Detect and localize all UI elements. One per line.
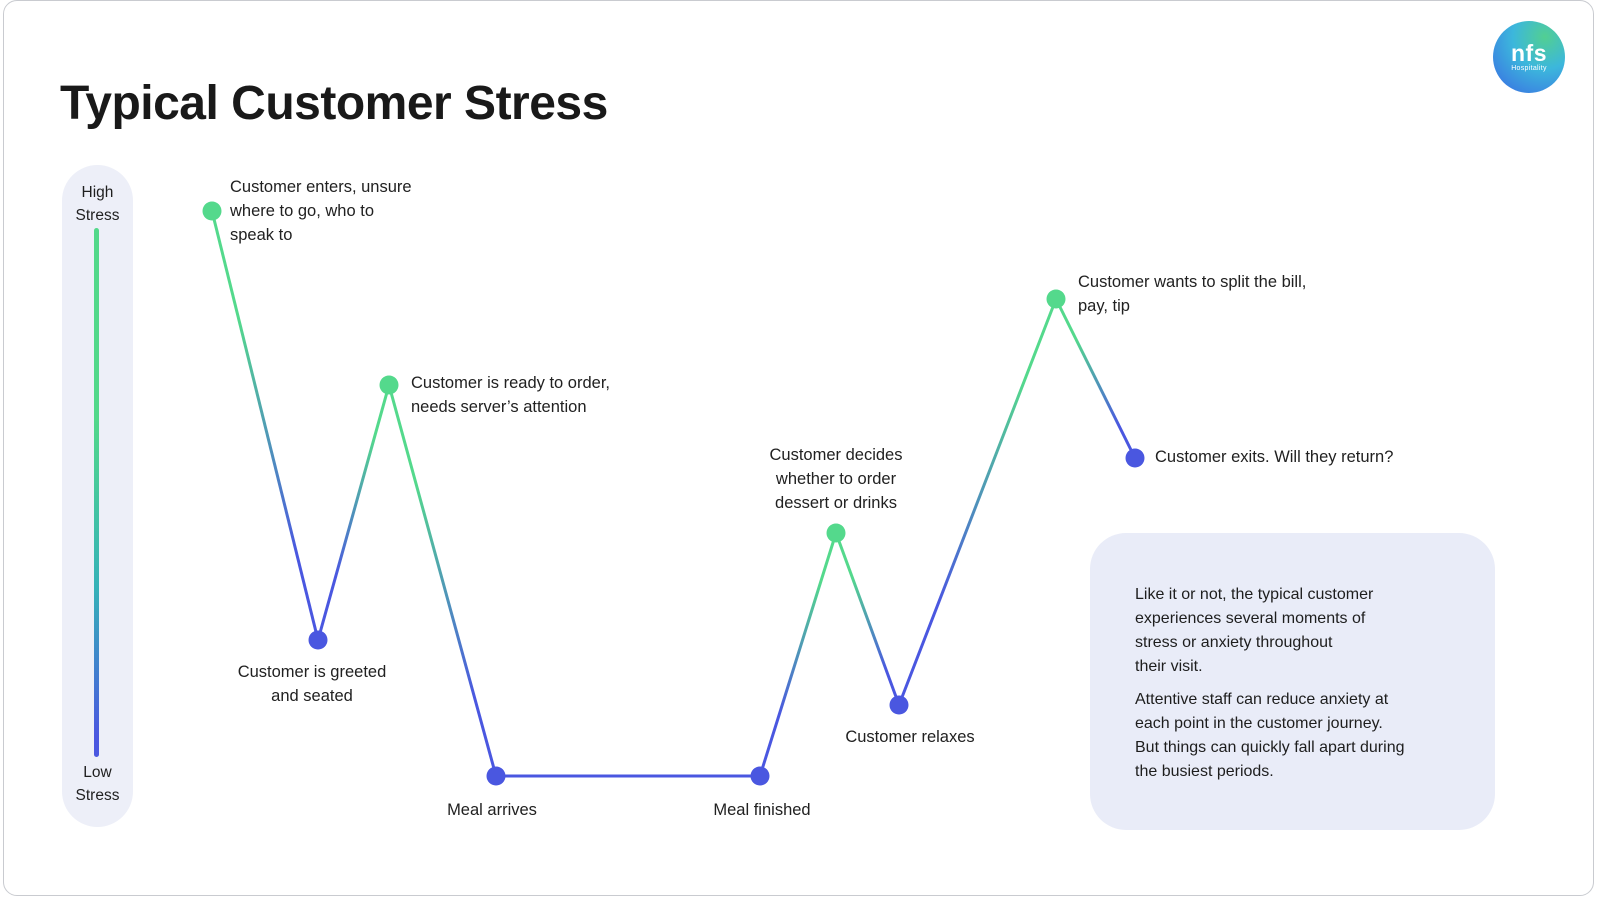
journey-segment — [897, 298, 1058, 706]
label-split-bill: Customer wants to split the bill, pay, t… — [1078, 273, 1307, 315]
note-box: Like it or not, the typical customer exp… — [1090, 533, 1495, 830]
journey-point — [750, 766, 770, 786]
journey-segment — [210, 210, 320, 641]
journey-segment — [834, 532, 901, 706]
logo-subtext: Hospitality — [1511, 65, 1547, 72]
label-customer-relaxes: Customer relaxes — [845, 728, 975, 746]
journey-segment — [387, 384, 498, 777]
note-paragraph-1: Like it or not, the typical customer exp… — [1135, 586, 1374, 675]
axis-label-high-stress: High Stress — [75, 184, 120, 224]
journey-point — [1125, 448, 1145, 468]
label-meal-finished: Meal finished — [713, 801, 811, 819]
axis-label-low-stress: Low Stress — [75, 764, 120, 804]
journey-segment — [316, 384, 391, 641]
label-customer-exits: Customer exits. Will they return? — [1155, 448, 1394, 466]
journey-point — [826, 523, 846, 543]
label-customer-enters: Customer enters, unsure where to go, who… — [230, 178, 412, 244]
note-paragraph-2: Attentive staff can reduce anxiety at ea… — [1135, 691, 1405, 780]
journey-segment — [758, 532, 838, 777]
page-title: Typical Customer Stress — [60, 77, 608, 130]
stress-gradient-line — [94, 228, 99, 757]
label-dessert-decision: Customer decides whether to order desser… — [769, 446, 903, 512]
journey-point — [889, 695, 909, 715]
label-ready-to-order: Customer is ready to order, needs server… — [411, 374, 610, 416]
label-meal-arrives: Meal arrives — [447, 801, 537, 819]
nfs-hospitality-logo: nfs Hospitality — [1493, 21, 1565, 93]
logo-text: nfs — [1511, 40, 1547, 66]
journey-point — [1046, 289, 1066, 309]
journey-point — [486, 766, 506, 786]
stress-axis: High Stress Low Stress — [62, 165, 133, 827]
journey-segment — [1054, 298, 1137, 459]
journey-point — [202, 201, 222, 221]
label-greeted-seated: Customer is greeted and seated — [237, 663, 387, 705]
journey-point — [308, 630, 328, 650]
journey-point — [379, 375, 399, 395]
